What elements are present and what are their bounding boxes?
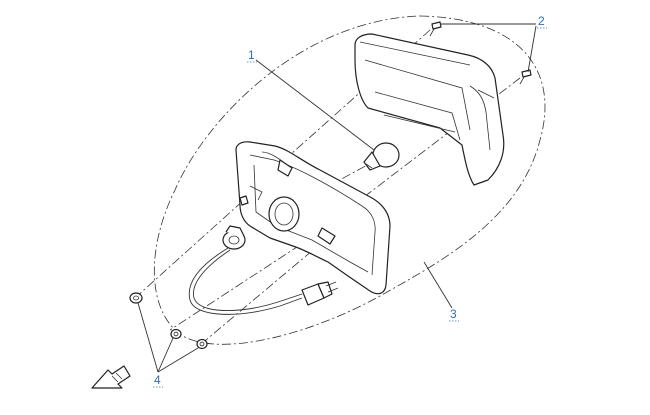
svg-text:1: 1 — [248, 48, 255, 62]
callout-leaders — [137, 23, 537, 373]
svg-text:4: 4 — [154, 373, 161, 387]
callout-1: 1 — [247, 48, 257, 63]
lamp-housing — [235, 141, 391, 295]
callout-3: 3 — [449, 307, 459, 322]
svg-text:2: 2 — [538, 14, 545, 28]
front-direction-arrow-icon — [91, 365, 131, 389]
socket-harness — [188, 195, 339, 315]
bulb — [363, 142, 400, 171]
svg-text:3: 3 — [450, 307, 457, 321]
assembly-boundary — [153, 15, 546, 345]
screws — [429, 21, 532, 85]
nuts — [129, 292, 208, 350]
callout-4: 4 — [153, 373, 163, 388]
callout-2: 2 — [537, 14, 547, 29]
lens-cover — [354, 33, 505, 186]
